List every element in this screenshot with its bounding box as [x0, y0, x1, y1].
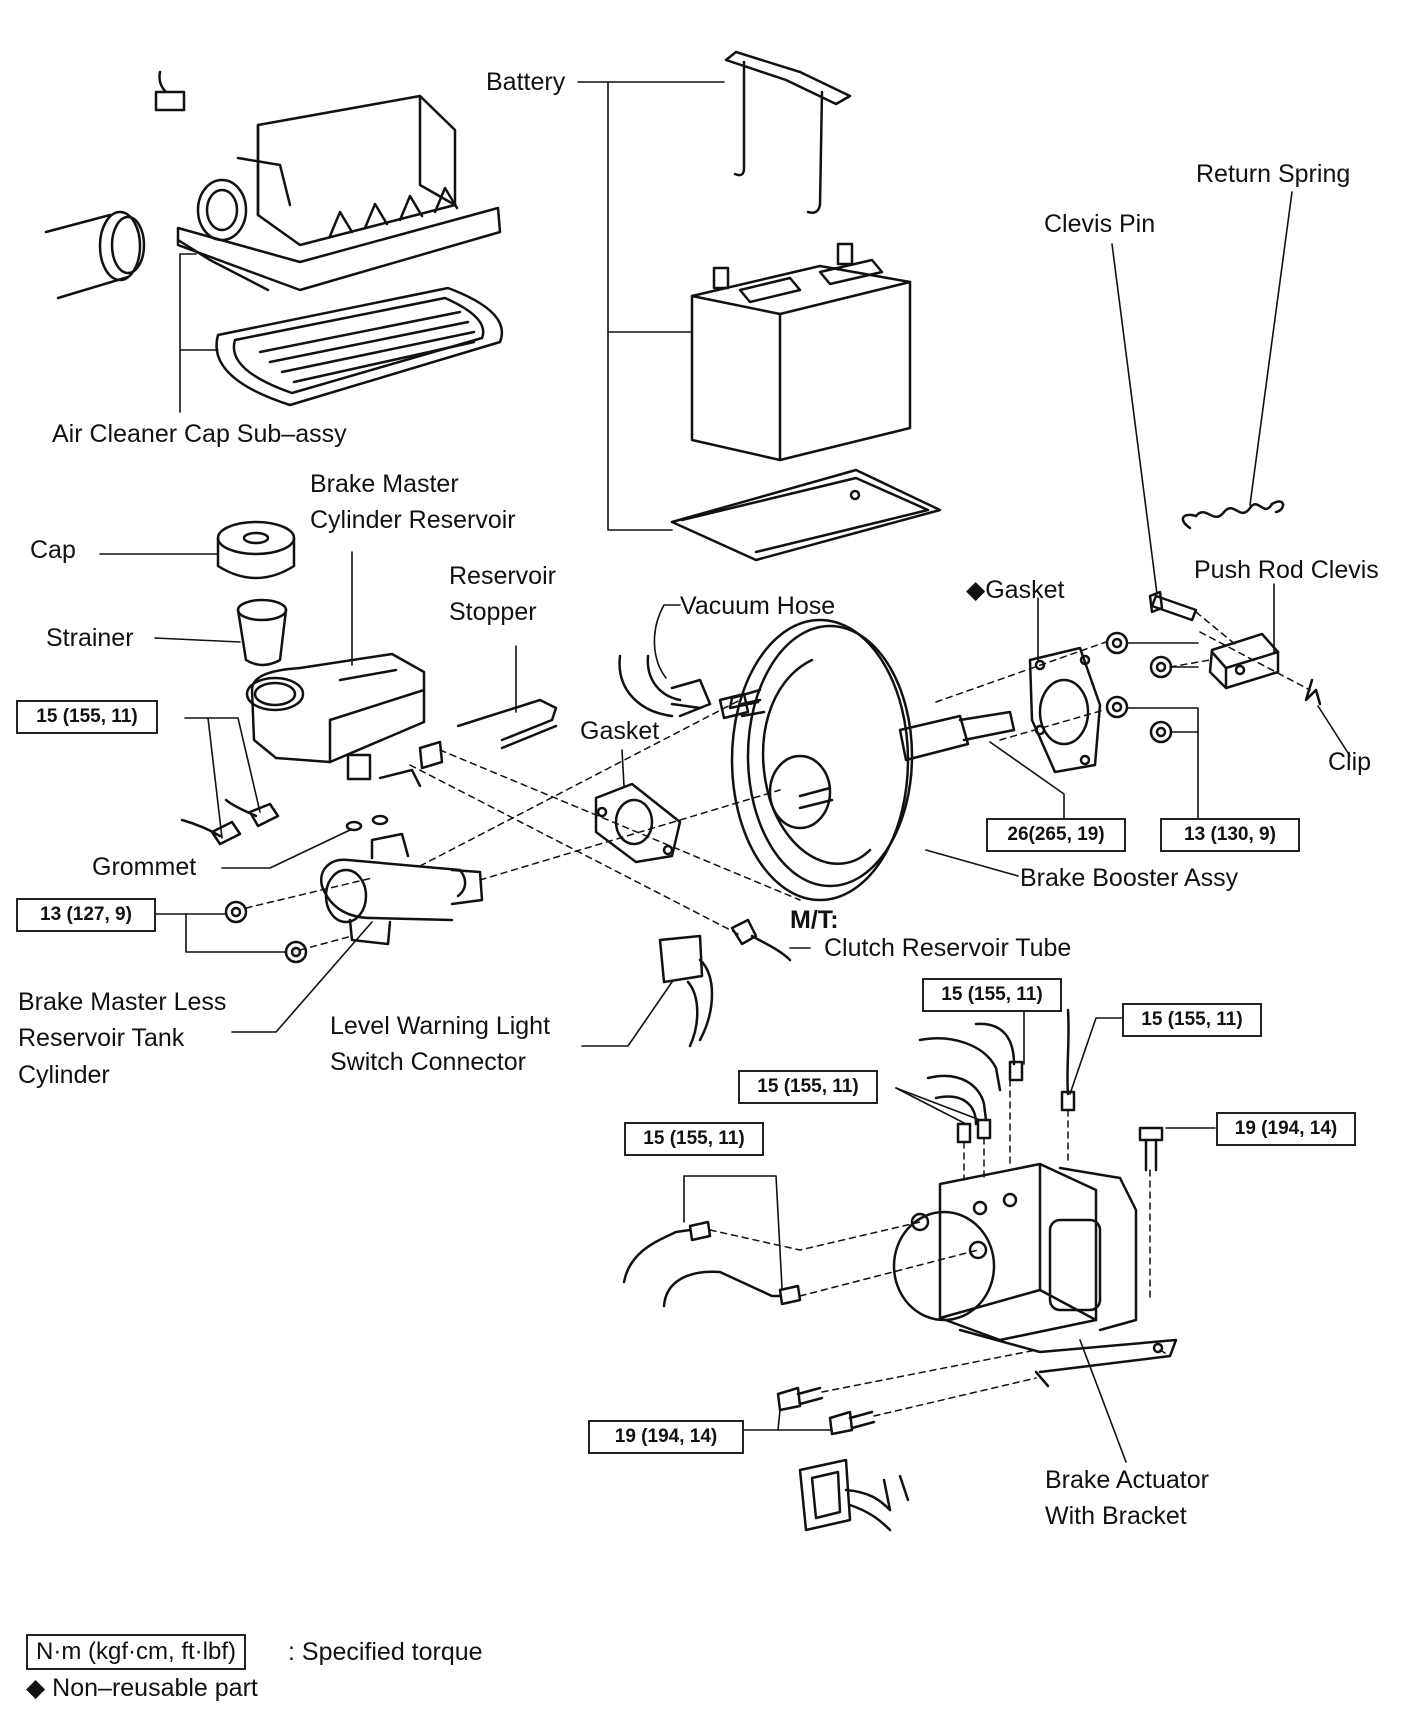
label-air-cleaner-cap: Air Cleaner Cap Sub–assy [52, 420, 347, 448]
assembly-guide-lines [245, 611, 1311, 1417]
torque-actuator-bolt: 19 (194, 14) [1216, 1112, 1356, 1146]
legend-nonreusable: ◆ Non–reusable part [26, 1674, 258, 1702]
label-mt: M/T: [790, 906, 839, 934]
torque-tube-left: 15 (155, 11) [624, 1122, 764, 1156]
actuator-bolt-part [1138, 1126, 1164, 1172]
label-battery: Battery [486, 68, 566, 96]
air-cleaner-connector-part [154, 70, 186, 112]
master-cylinder-nuts-part [224, 900, 308, 964]
grommets-part [345, 814, 389, 832]
reservoir-strainer-part [236, 598, 288, 667]
brake-master-reservoir-part [245, 652, 444, 788]
booster-nuts-part [1105, 631, 1173, 744]
battery-tray-part [670, 468, 942, 562]
label-brake-master-less-1: Brake Master Less [18, 988, 227, 1016]
label-brake-master-less-3: Cylinder [18, 1061, 110, 1089]
master-cylinder-gasket-part [594, 782, 682, 864]
label-cap: Cap [30, 536, 76, 564]
torque-master-cylinder: 13 (127, 9) [16, 898, 156, 932]
bracket-bolts-part [776, 1386, 876, 1436]
actuator-brake-tubes-part [918, 1008, 1076, 1144]
label-clip: Clip [1328, 748, 1372, 776]
torque-bracket-bolts: 19 (194, 14) [588, 1420, 744, 1454]
torque-reservoir: 15 (155, 11) [16, 700, 158, 734]
reservoir-stopper-part [456, 698, 558, 750]
torque-booster-rod: 26(265, 19) [986, 818, 1126, 852]
label-strainer: Strainer [46, 624, 134, 652]
booster-gasket-part [1028, 646, 1102, 774]
legend-torque-text: : Specified torque [288, 1638, 483, 1666]
label-vacuum-hose: Vacuum Hose [680, 592, 836, 620]
air-filter-element-part [215, 286, 504, 407]
actuator-side-tubes-part [622, 1220, 802, 1308]
torque-booster-nuts: 13 (130, 9) [1160, 818, 1300, 852]
label-brake-actuator-2: With Bracket [1045, 1502, 1187, 1530]
vacuum-hose-part [618, 654, 750, 720]
clutch-reservoir-tube-part [730, 918, 792, 962]
label-push-rod-clevis: Push Rod Clevis [1194, 556, 1379, 584]
label-gasket: Gasket [580, 717, 660, 745]
brake-master-cylinder-part [319, 832, 484, 946]
label-clutch-reservoir-tube: Clutch Reservoir Tube [824, 934, 1072, 962]
battery-clamp-part [724, 50, 852, 214]
clip-part [1304, 678, 1322, 706]
legend-torque-unit: N·m (kgf·cm, ft·lbf) [26, 1634, 246, 1670]
level-warning-connector-part [658, 934, 714, 1048]
torque-tube-mid: 15 (155, 11) [738, 1070, 878, 1104]
air-cleaner-cap-part [176, 94, 502, 292]
clevis-pin-part [1148, 590, 1198, 622]
reservoir-cap-part [216, 520, 296, 580]
label-clevis-pin: Clevis Pin [1044, 210, 1156, 238]
leader-lines [99, 81, 1351, 1463]
air-intake-hose-part [44, 210, 146, 300]
battery-part [690, 242, 912, 462]
reservoir-fittings-part [180, 798, 280, 846]
label-level-warning-1: Level Warning Light [330, 1012, 551, 1040]
label-gasket-nonreusable: ◆Gasket [966, 576, 1065, 604]
label-reservoir-stopper-1: Reservoir [449, 562, 556, 590]
label-reservoir-stopper-2: Stopper [449, 598, 537, 626]
label-return-spring: Return Spring [1196, 160, 1351, 188]
torque-tube-top-right: 15 (155, 11) [1122, 1003, 1262, 1037]
label-brake-master-reservoir-2: Cylinder Reservoir [310, 506, 516, 534]
label-level-warning-2: Switch Connector [330, 1048, 526, 1076]
label-brake-master-less-2: Reservoir Tank [18, 1024, 185, 1052]
return-spring-part [1181, 500, 1285, 530]
label-brake-booster-assy: Brake Booster Assy [1020, 864, 1239, 892]
torque-tube-top: 15 (155, 11) [922, 978, 1062, 1012]
label-grommet: Grommet [92, 853, 197, 881]
brake-booster-part [728, 618, 1016, 902]
label-brake-actuator-1: Brake Actuator [1045, 1466, 1209, 1494]
actuator-connector-part [798, 1458, 910, 1532]
brake-actuator-part [892, 1162, 1178, 1388]
label-brake-master-reservoir-1: Brake Master [310, 470, 459, 498]
